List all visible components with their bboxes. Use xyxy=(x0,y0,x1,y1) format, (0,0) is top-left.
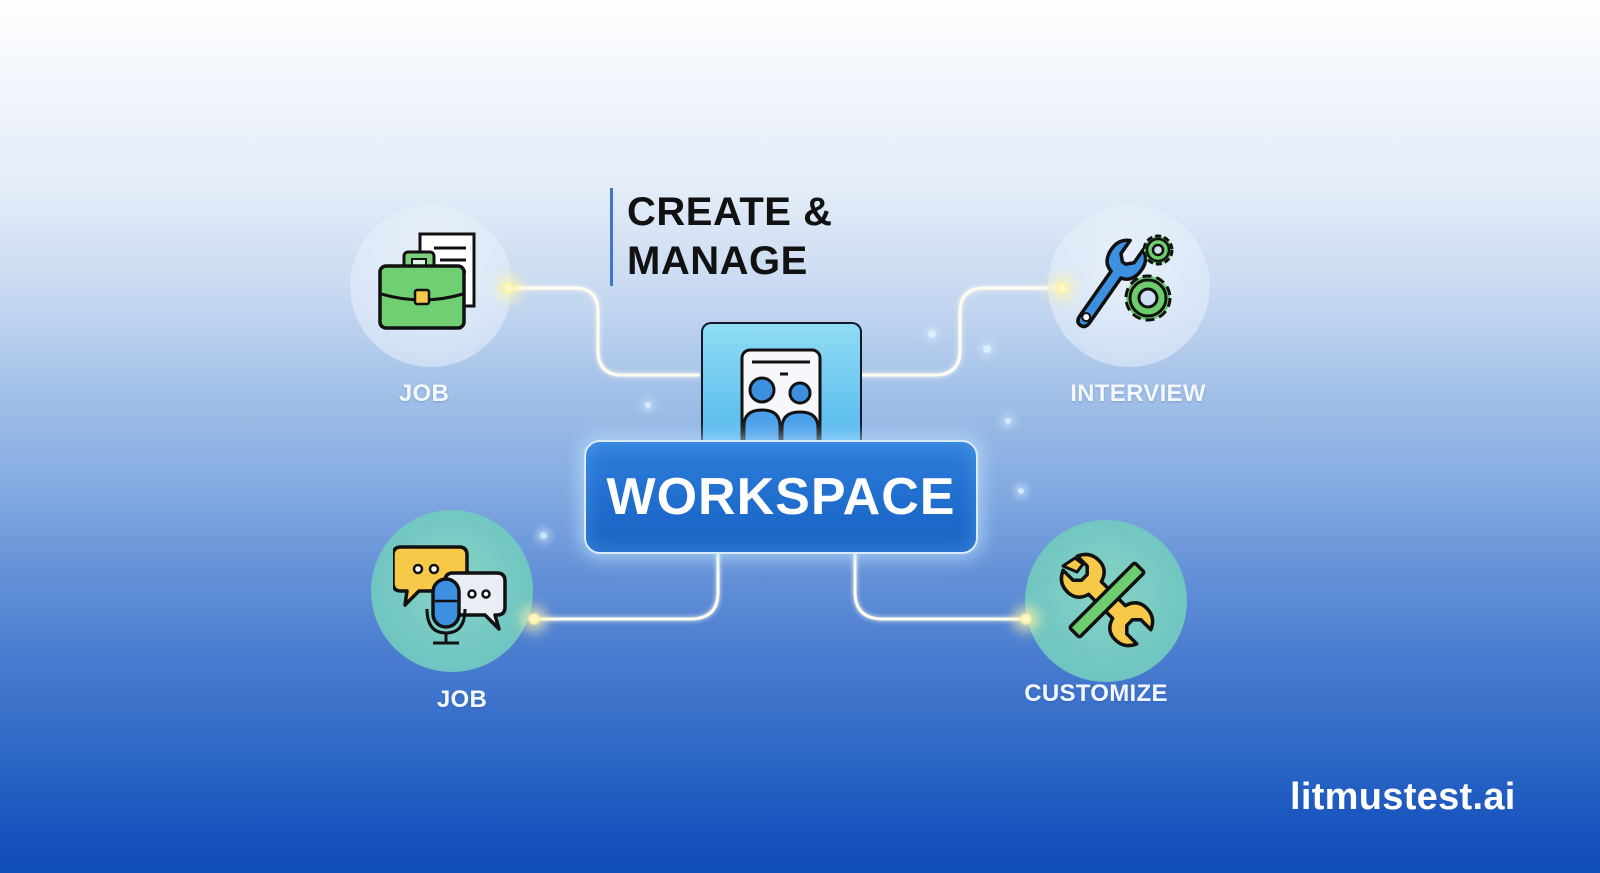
brand-logo-text: litmustest.ai xyxy=(1290,776,1516,818)
title-line-2: MANAGE xyxy=(627,239,808,283)
page-title: CREATE & MANAGE xyxy=(610,188,832,286)
node-label: CUSTOMIZE xyxy=(1024,680,1168,707)
sparkle xyxy=(1005,418,1011,424)
title-line-1: CREATE & xyxy=(627,190,833,234)
sparkle xyxy=(540,532,547,539)
connector-node-dot xyxy=(1055,281,1069,295)
node-label: JOB xyxy=(436,686,488,713)
sparkle xyxy=(983,345,991,353)
workspace-hub[interactable]: WORKSPACE xyxy=(584,440,978,554)
connector-node-dot xyxy=(502,281,516,295)
workspace-label: WORKSPACE xyxy=(606,468,956,526)
connector-node-dot xyxy=(527,612,541,626)
node-label: INTERVIEW xyxy=(1070,380,1206,407)
sparkle xyxy=(645,402,651,408)
briefcase-document-icon xyxy=(378,232,476,330)
connector-node-dot xyxy=(1019,612,1033,626)
sparkle xyxy=(928,330,936,338)
wrench-gears-icon xyxy=(1076,234,1174,329)
node-label: JOB xyxy=(398,380,450,407)
node-interview[interactable] xyxy=(1048,205,1210,367)
tools-crossed-icon xyxy=(1059,552,1155,648)
chat-microphone-icon xyxy=(393,545,507,645)
sparkle xyxy=(1018,488,1024,494)
team-profile-card-icon xyxy=(740,348,822,452)
